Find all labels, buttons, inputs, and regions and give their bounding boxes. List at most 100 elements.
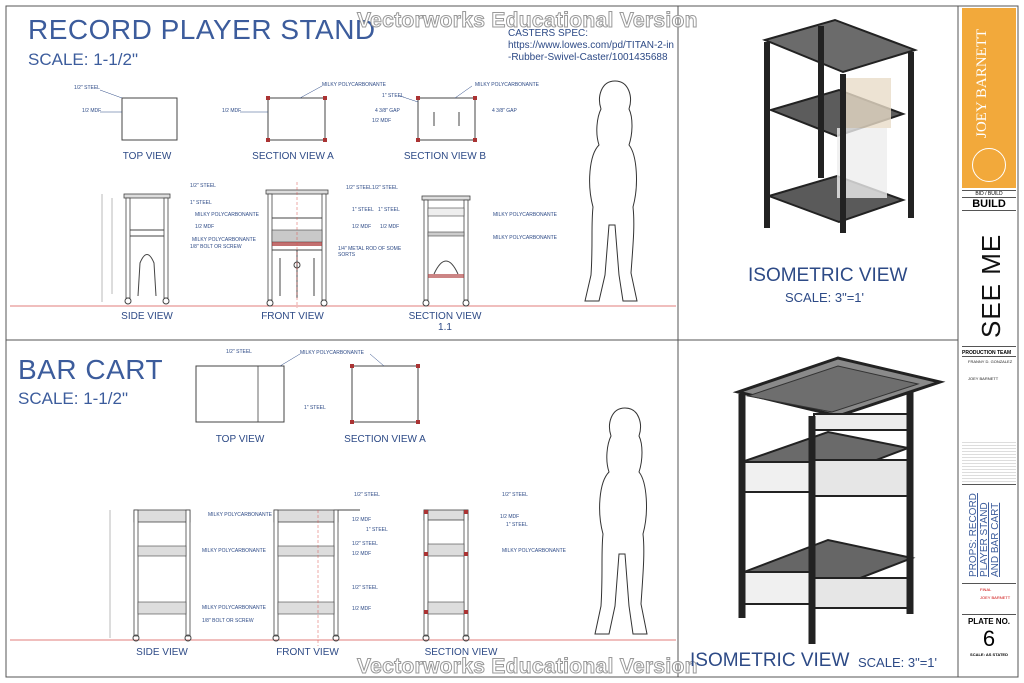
ann-cart-sec-steel-1: 1" STEEL <box>506 522 528 528</box>
ann-cart-front-mdf: 1/2 MDF <box>352 517 372 523</box>
cart-title: BAR CART <box>18 354 164 385</box>
cart-front-view-label: FRONT VIEW <box>276 647 339 658</box>
casters-spec: CASTERS SPEC: https://www.lowes.com/pd/T… <box>508 28 674 64</box>
ann-cart-front-mdf-2: 1/2 MDF <box>352 551 372 557</box>
designer-credit: JOEY BARNETT <box>968 376 999 381</box>
ann-seca-mdf: 1/2 MDF <box>222 108 242 114</box>
ann-sec-mdf: 1/2 MDF <box>380 224 400 230</box>
ann-cart-front-steel-2: 1/2" STEEL <box>352 541 378 547</box>
ann-seca-milky: MILKY POLYCARBONANTE <box>322 82 386 88</box>
sheet-title: PROPS: RECORD PLAYER STAND AND BAR CART <box>968 493 1001 577</box>
stand-side-view-label: SIDE VIEW <box>121 311 173 322</box>
title-block-header: JOEY BARNETT <box>962 8 1016 188</box>
casters-spec-url-1: https://www.lowes.com/pd/TITAN-2-in <box>508 40 674 51</box>
plate-box: PLATE NO. 6 SCALE: AS STATED <box>962 614 1016 675</box>
ann-cart-bolt: 1/8" BOLT OR SCREW <box>202 618 254 624</box>
casters-spec-url-2: -Rubber-Swivel-Caster/1001435688 <box>508 52 668 63</box>
ann-front-mdf: 1/2 MDF <box>352 224 372 230</box>
show-title: SEE ME <box>976 233 1006 338</box>
bid-build-label: BID / BUILD <box>975 191 1003 197</box>
ann-cart-milky-3: MILKY POLYCARBONANTE <box>202 605 266 611</box>
ann-cart-sec-steel: 1/2" STEEL <box>502 492 528 498</box>
version-value: FINAL <box>980 587 992 592</box>
ann-cart-top-steel: 1/2" STEEL <box>226 349 252 355</box>
cart-isometric-scale: SCALE: 3"=1' <box>858 655 938 670</box>
ann-cart-top-steel-1: 1" STEEL <box>304 405 326 411</box>
ann-cart-front-mdf-3: 1/2 MDF <box>352 606 372 612</box>
ann-cart-milky-1: MILKY POLYCARBONANTE <box>208 512 272 518</box>
stand-section-view-label: SECTION VIEW <box>408 311 482 322</box>
stand-isometric-label: ISOMETRIC VIEW <box>748 265 908 286</box>
plate-number: 6 <box>982 626 996 651</box>
ann-secb-milky: MILKY POLYCARBONANTE <box>475 82 539 88</box>
ann-side-steel: 1/2" STEEL <box>190 183 216 189</box>
director-name: FRANNY D. GONZALEZ <box>968 359 1013 364</box>
designer-logo-icon <box>972 148 1006 182</box>
sheet-title-box: PROPS: RECORD PLAYER STAND AND BAR CART <box>962 484 1016 584</box>
stand-section-elevation <box>421 195 471 307</box>
cart-isometric-label: ISOMETRIC VIEW <box>690 650 850 671</box>
ann-secb-mdf: 1/2 MDF <box>372 118 392 124</box>
ann-secb-gap-right: 4 3/8" GAP <box>492 108 517 114</box>
ann-side-milky: MILKY POLYCARBONANTE <box>195 212 259 218</box>
ann-top-steel: 1/2" STEEL <box>74 85 100 91</box>
cart-scale: SCALE: 1-1/2" <box>18 389 128 408</box>
cart-side-elevation <box>109 509 192 642</box>
ann-front-rod: 1/4" METAL ROD OF SOME SORTS <box>338 246 402 258</box>
ann-top-mdf: 1/2 MDF <box>82 108 102 114</box>
watermark-top: Vectorworks Educational Version <box>357 9 698 33</box>
ann-cart-top-milky: MILKY POLYCARBONANTE <box>300 350 364 356</box>
stand-scale: SCALE: 1-1/2" <box>28 50 138 69</box>
watermark-bottom: Vectorworks Educational Version <box>357 655 698 679</box>
human-scale-figure-top <box>584 80 638 302</box>
ann-secb-steel: 1" STEEL <box>382 93 404 99</box>
ann-side-steel-1: 1" STEEL <box>190 200 212 206</box>
stand-side-elevation <box>101 193 171 305</box>
cart-side-view-label: SIDE VIEW <box>136 647 188 658</box>
stand-title: RECORD PLAYER STAND <box>28 14 376 45</box>
sheet-info: FINAL JOEY BARNETT <box>962 586 1016 602</box>
cart-front-elevation <box>272 509 360 646</box>
notes-block <box>962 440 1016 482</box>
stand-isometric-scale: SCALE: 3"=1' <box>785 290 865 305</box>
ann-cart-front-steel-1: 1" STEEL <box>366 527 388 533</box>
ann-sec-milky: MILKY POLYCARBONANTE <box>493 212 557 218</box>
bid-build-box: BID / BUILD BUILD <box>962 190 1016 211</box>
casters-spec-label: CASTERS SPEC: <box>508 28 589 39</box>
stand-front-view-label: FRONT VIEW <box>261 311 324 322</box>
stand-plan-views <box>99 85 477 142</box>
stand-front-elevation <box>265 182 329 308</box>
ann-sec-steel: 1/2" STEEL <box>372 185 398 191</box>
ann-front-steel-1: 1" STEEL <box>352 207 374 213</box>
production-team-list: FRANNY D. GONZALEZ JOEY BARNETT <box>962 358 1016 438</box>
designer-name: JOEY BARNETT <box>974 28 990 138</box>
build-label: BUILD <box>962 197 1016 210</box>
cart-section-elevation <box>422 509 470 642</box>
cart-elevations <box>109 509 470 646</box>
ann-cart-front-steel: 1/2" STEEL <box>354 492 380 498</box>
cart-section-view-label: SECTION VIEW <box>424 647 498 658</box>
stand-top-view-label: TOP VIEW <box>122 151 172 162</box>
scale-note: SCALE: AS STATED <box>970 652 1008 657</box>
cart-plan-views <box>195 353 420 424</box>
plate-no-label: PLATE NO. <box>967 617 1011 626</box>
ann-cart-milky-2: MILKY POLYCARBONANTE <box>202 548 266 554</box>
ann-cart-sec-mdf: 1/2 MDF <box>500 514 520 520</box>
ann-sec-steel-1: 1" STEEL <box>378 207 400 213</box>
cart-section-a-label: SECTION VIEW A <box>344 434 426 445</box>
ann-side-mdf: 1/2 MDF <box>195 224 215 230</box>
stand-isometric <box>761 18 919 233</box>
ann-side-milky-2: MILKY POLYCARBONANTE <box>192 237 256 243</box>
ann-cart-front-steel-3: 1/2" STEEL <box>352 585 378 591</box>
stand-elevations <box>101 182 471 308</box>
drawn-by-value: JOEY BARNETT <box>980 595 1011 600</box>
stand-section-a-label: SECTION VIEW A <box>252 151 334 162</box>
cart-top-view-label: TOP VIEW <box>215 434 265 445</box>
production-team-header: PRODUCTION TEAM <box>962 350 1016 357</box>
ann-cart-sec-milky: MILKY POLYCARBONANTE <box>502 548 566 554</box>
cart-isometric <box>732 356 946 644</box>
ann-secb-gap-left: 4 3/8" GAP <box>375 108 400 114</box>
ann-side-bolt: 1/8" BOLT OR SCREW <box>190 244 242 250</box>
